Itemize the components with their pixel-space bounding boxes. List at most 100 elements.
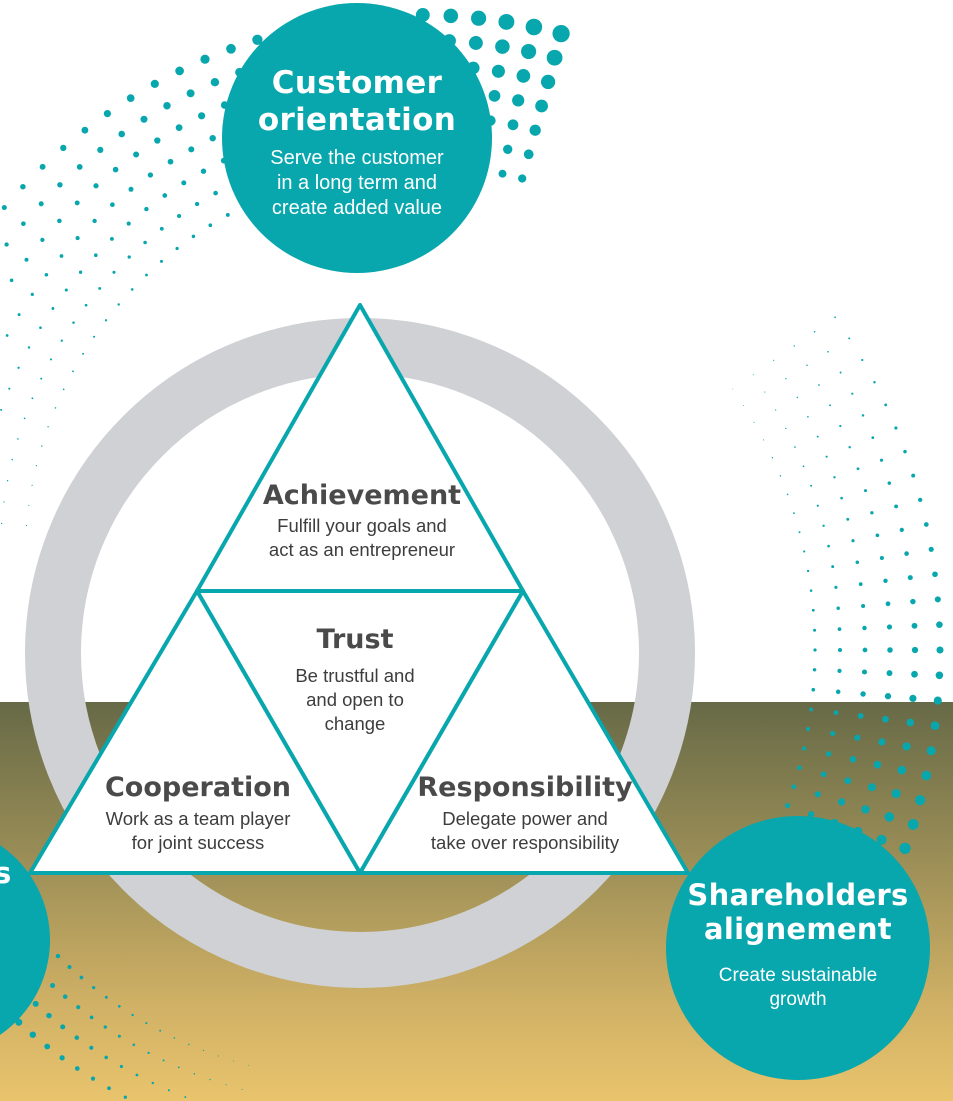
halftone-dot bbox=[785, 378, 787, 380]
halftone-dot bbox=[89, 1015, 94, 1020]
halftone-dot bbox=[844, 777, 852, 785]
halftone-dot bbox=[525, 18, 543, 36]
halftone-dot bbox=[159, 226, 164, 231]
halftone-dot bbox=[813, 648, 817, 652]
halftone-dot bbox=[93, 335, 96, 338]
halftone-dot bbox=[167, 1089, 170, 1092]
halftone-dot bbox=[3, 501, 5, 503]
halftone-dot bbox=[798, 531, 801, 534]
halftone-dot bbox=[540, 74, 556, 90]
halftone-dot bbox=[863, 489, 868, 493]
halftone-dot bbox=[861, 358, 864, 362]
halftone-dot bbox=[28, 504, 30, 506]
halftone-dot bbox=[40, 237, 45, 243]
halftone-dot bbox=[891, 789, 901, 799]
halftone-dot bbox=[855, 560, 860, 565]
halftone-dot bbox=[830, 730, 836, 736]
halftone-dot bbox=[936, 621, 943, 628]
halftone-dot bbox=[837, 798, 846, 806]
halftone-dot bbox=[521, 43, 537, 60]
halftone-dot bbox=[884, 403, 888, 407]
halftone-dot bbox=[67, 965, 72, 969]
halftone-dot bbox=[936, 646, 944, 654]
halftone-dot bbox=[140, 115, 148, 123]
halftone-dot bbox=[175, 66, 184, 76]
halftone-dot bbox=[825, 751, 832, 757]
halftone-dot bbox=[35, 464, 38, 467]
halftone-dot bbox=[818, 384, 820, 386]
halftone-dot bbox=[812, 668, 817, 672]
halftone-dot bbox=[30, 292, 34, 297]
halftone-dot bbox=[867, 783, 876, 792]
halftone-dot bbox=[894, 504, 899, 509]
halftone-dot bbox=[27, 346, 31, 349]
halftone-dot bbox=[38, 201, 44, 207]
halftone-dot bbox=[535, 99, 548, 113]
halftone-dot bbox=[897, 765, 907, 775]
halftone-dot bbox=[851, 392, 854, 395]
halftone-dot bbox=[523, 149, 534, 160]
halftone-dot bbox=[806, 726, 811, 732]
halftone-dot bbox=[802, 465, 805, 468]
halftone-dot bbox=[118, 130, 125, 138]
halftone-dot bbox=[793, 512, 795, 515]
halftone-dot bbox=[44, 273, 49, 277]
halftone-dot bbox=[188, 146, 195, 153]
halftone-dot bbox=[6, 480, 9, 482]
halftone-dot bbox=[813, 628, 817, 632]
halftone-dot bbox=[109, 236, 114, 241]
halftone-dot bbox=[837, 627, 842, 631]
halftone-dot bbox=[135, 1073, 139, 1077]
halftone-dot bbox=[17, 313, 21, 317]
halftone-dot bbox=[911, 670, 918, 678]
halftone-dot bbox=[884, 812, 895, 822]
halftone-dot bbox=[200, 168, 207, 174]
halftone-dot bbox=[132, 1043, 136, 1047]
halftone-dot bbox=[743, 405, 745, 406]
halftone-dot bbox=[833, 710, 839, 716]
halftone-dot bbox=[902, 742, 911, 751]
halftone-dot bbox=[41, 445, 43, 447]
halftone-dot bbox=[918, 497, 923, 503]
halftone-dot bbox=[4, 242, 9, 247]
halftone-dot bbox=[879, 458, 884, 462]
halftone-dot bbox=[875, 533, 880, 538]
halftone-dot bbox=[915, 795, 926, 806]
halftone-dot bbox=[31, 484, 33, 486]
halftone-dot bbox=[144, 206, 149, 212]
trust-title: Trust bbox=[316, 624, 394, 655]
halftone-dot bbox=[882, 715, 889, 723]
halftone-dot bbox=[94, 253, 98, 257]
halftone-dot bbox=[32, 1000, 39, 1007]
halftone-dot bbox=[806, 364, 808, 366]
halftone-dot bbox=[209, 1078, 211, 1081]
halftone-dot bbox=[786, 493, 789, 496]
halftone-dot bbox=[811, 687, 816, 692]
halftone-dot bbox=[840, 496, 843, 500]
halftone-dot bbox=[887, 481, 892, 485]
halftone-dot bbox=[79, 975, 84, 980]
triangle-cooperation bbox=[28, 589, 362, 875]
halftone-dot bbox=[57, 218, 62, 224]
halftone-dot bbox=[807, 811, 815, 818]
halftone-dot bbox=[117, 1034, 121, 1038]
halftone-dot bbox=[104, 995, 108, 999]
halftone-dot bbox=[84, 303, 88, 307]
halftone-dot bbox=[861, 805, 870, 814]
halftone-dot bbox=[838, 648, 842, 652]
halftone-dot bbox=[930, 721, 940, 730]
achievement-label: Achievement Fulfill your goals and act a… bbox=[232, 480, 492, 562]
halftone-dot bbox=[74, 1035, 80, 1040]
halftone-dot bbox=[871, 436, 875, 439]
halftone-dot bbox=[145, 273, 148, 277]
halftone-dot bbox=[856, 467, 860, 471]
halftone-dot bbox=[0, 408, 3, 411]
halftone-dot bbox=[75, 236, 80, 241]
halftone-dot bbox=[225, 212, 230, 217]
halftone-dot bbox=[861, 603, 866, 609]
halftone-dot bbox=[39, 163, 46, 170]
halftone-dot bbox=[173, 1037, 176, 1039]
halftone-dot bbox=[797, 765, 802, 771]
halftone-dot bbox=[846, 517, 850, 521]
halftone-dot bbox=[78, 270, 83, 274]
